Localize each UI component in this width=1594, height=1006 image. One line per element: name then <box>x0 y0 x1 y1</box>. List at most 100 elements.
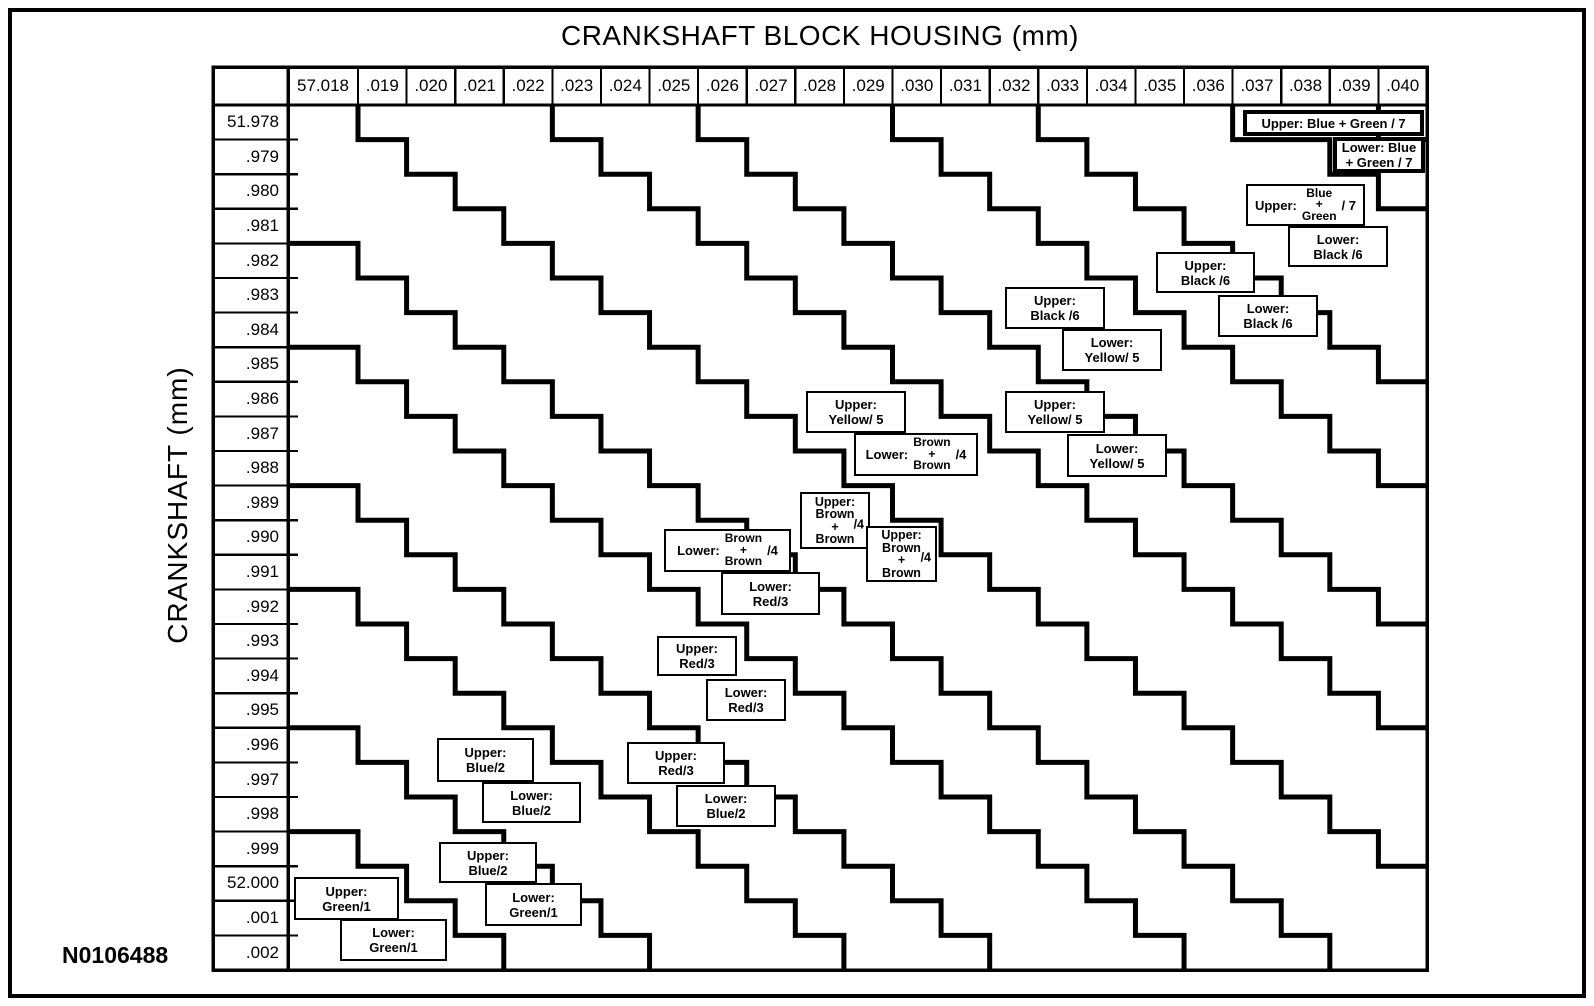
row-header-cell: .986 <box>245 389 279 409</box>
row-header-cell: .979 <box>245 146 279 166</box>
label-suffix: /4 <box>920 550 931 565</box>
label-text-line: Yellow/ 5 <box>1027 412 1083 427</box>
stair-line-left-18 <box>288 725 653 970</box>
label-text-line: Upper: <box>814 494 856 509</box>
col-header-cell: .033 <box>1046 76 1080 95</box>
row-header-cell: .982 <box>245 250 279 270</box>
row-header-cell: .992 <box>245 596 279 616</box>
col-header-cell: .032 <box>997 76 1031 95</box>
stair-line-top-19 <box>1230 105 1427 212</box>
label-lower-green-1-b: Lower:Green/1 <box>340 919 447 961</box>
label-suffix: /4 <box>853 516 864 531</box>
label-text-line: Red/3 <box>752 593 789 609</box>
label-text-line: Lower: <box>512 889 555 905</box>
row-header-cell: .983 <box>245 285 279 305</box>
label-suffix: /4 <box>955 447 967 462</box>
label-stack: Brown+Brown <box>913 435 951 473</box>
stair-line-top-8 <box>695 105 1427 627</box>
label-lower-green-1-a: Lower:Green/1 <box>485 883 582 926</box>
row-header-cell: .001 <box>245 908 279 928</box>
col-header-cell: .024 <box>608 76 642 95</box>
col-header-cell: .020 <box>414 76 448 95</box>
label-text-line: Black /6 <box>1030 308 1080 323</box>
label-stack: Brown+Brown <box>724 531 763 569</box>
col-header-cell: .025 <box>657 76 691 95</box>
label-text-line: Blue/2 <box>706 806 746 821</box>
label-text-line: Upper: <box>881 528 922 542</box>
col-header-cell: .038 <box>1288 76 1323 95</box>
label-upper-brown-4-b: Upper:Brown+Brown/4 <box>866 526 937 582</box>
label-text-line: Lower: <box>749 578 792 594</box>
col-header-cell: .029 <box>851 76 885 95</box>
row-header-cell: .994 <box>245 665 279 685</box>
label-text-line: Upper: <box>676 641 718 656</box>
label-prefix: Lower: <box>677 543 720 558</box>
label-text-line: Yellow/ 5 <box>1084 350 1140 365</box>
label-lower-black-6-a: Lower:Black /6 <box>1288 226 1388 267</box>
row-header-cell: 51.978 <box>227 112 279 132</box>
col-header-cell: .026 <box>705 76 739 95</box>
label-text-line: Brown <box>815 507 855 521</box>
label-text-line: + <box>897 553 906 567</box>
label-prefix: Upper: <box>1254 197 1297 213</box>
row-header-cell: .998 <box>245 804 279 824</box>
label-text: Upper: Blue + Green / 7 <box>1261 115 1406 131</box>
row-header-cell: .993 <box>245 631 279 651</box>
col-header-cell: .022 <box>511 76 545 95</box>
col-header-cell: .034 <box>1094 76 1128 95</box>
label-upper-blue-green-7-inline: Upper: Blue + Green / 7 <box>1243 110 1424 136</box>
label-lower-red-3-a: Lower:Red/3 <box>721 572 820 615</box>
row-header-cell: .984 <box>245 319 279 339</box>
label-text-line: Lower: <box>1246 301 1290 316</box>
label-text-line: Yellow/ 5 <box>1089 455 1145 471</box>
label-text-line: Lower: <box>704 791 748 806</box>
stair-line-top-1 <box>355 105 1427 869</box>
row-header-cell: .990 <box>245 527 279 547</box>
row-header-cell: .999 <box>245 838 279 858</box>
label-suffix: /4 <box>767 543 778 558</box>
stair-line-left-11 <box>288 483 993 970</box>
label-upper-brown-4-a: Upper:Brown+Brown/4 <box>800 492 870 549</box>
label-lower-black-6-b: Lower:Black /6 <box>1218 295 1318 337</box>
label-text-line: Green/1 <box>322 898 371 914</box>
label-text-line: Upper: <box>325 883 368 899</box>
stair-line-top-15 <box>1035 105 1427 385</box>
row-header-cell: .988 <box>245 458 279 478</box>
label-lower-brown-4-b: Lower: Brown+Brown/4 <box>664 529 791 572</box>
label-text-line: Red/3 <box>679 656 715 671</box>
chart-title: CRANKSHAFT BLOCK HOUSING (mm) <box>560 20 1080 51</box>
label-stack: Blue+Green <box>1301 185 1337 223</box>
label-text-line: Upper: <box>467 847 509 863</box>
label-upper-yellow-5-a: Upper:Yellow/ 5 <box>1005 391 1105 433</box>
label-text-line: Upper: <box>1034 397 1076 412</box>
label-text-line: Blue/2 <box>468 862 508 878</box>
label-lower-yellow-5-a: Lower:Yellow/ 5 <box>1062 329 1162 371</box>
label-text-line: Upper: <box>1034 293 1076 308</box>
label-text-line: Green/1 <box>509 904 558 920</box>
row-header-cell: .997 <box>245 769 279 789</box>
label-text-line: Brown <box>882 540 921 555</box>
figure-id: N0106488 <box>62 942 169 968</box>
label-text-line: Lower: <box>1316 231 1360 247</box>
col-header-cell: .037 <box>1240 76 1274 95</box>
label-text-line: Lower: Blue <box>1341 140 1417 155</box>
stair-line-left-21 <box>288 829 507 970</box>
label-suffix: / 7 <box>1341 197 1357 213</box>
row-header-cell: .989 <box>245 492 279 512</box>
label-upper-black-6-b: Upper:Black /6 <box>1005 287 1105 329</box>
label-upper-blue-2-b: Upper:Blue/2 <box>439 842 537 883</box>
col-header-cell: .021 <box>462 76 496 95</box>
label-lower-blue-2-a: Lower:Blue/2 <box>482 782 581 823</box>
label-text-line: Brown <box>882 565 921 580</box>
label-text-line: Black /6 <box>1313 246 1363 262</box>
stair-line-left-7 <box>288 344 1187 970</box>
label-upper-blue-2-a: Upper:Blue/2 <box>437 738 534 782</box>
col-header-cell: .036 <box>1191 76 1225 95</box>
label-upper-red-3-a: Upper:Red/3 <box>657 636 737 676</box>
label-text-line: + <box>831 519 839 534</box>
label-upper-red-3-b: Upper:Red/3 <box>627 742 725 784</box>
label-text-line: Upper: <box>464 745 507 760</box>
col-header-cell: .040 <box>1386 76 1420 95</box>
